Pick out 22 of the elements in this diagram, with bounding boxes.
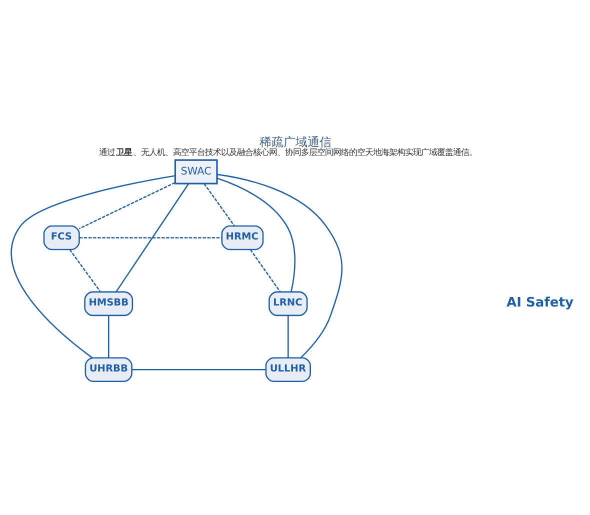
node-box: ULLHR — [265, 356, 311, 382]
caption: 通过卫星、无人机、高空平台技术以及融合核心网、协同多层空间网络的空天地海架构实现广域覆盖通信。 — [98, 146, 477, 157]
connector — [79, 236, 222, 238]
connector — [10, 174, 176, 358]
connector — [132, 368, 266, 370]
node-box: HRMC — [221, 224, 264, 250]
connector — [288, 315, 289, 358]
connector — [204, 182, 235, 226]
label: AI Safety — [506, 294, 574, 310]
diagram-title: 稀疏广域通信 — [259, 134, 332, 148]
connector — [78, 181, 176, 229]
node-box: SWAC — [174, 158, 218, 184]
connector — [250, 248, 281, 292]
connector — [116, 182, 190, 292]
connector — [216, 177, 296, 292]
node-box: LRNC — [268, 290, 308, 316]
node-box: FCS — [43, 224, 80, 250]
node-box: HMSBB — [84, 290, 134, 316]
node-box: UHRBB — [84, 356, 132, 382]
connector — [69, 248, 102, 292]
connector — [108, 315, 110, 358]
connector — [217, 173, 343, 358]
